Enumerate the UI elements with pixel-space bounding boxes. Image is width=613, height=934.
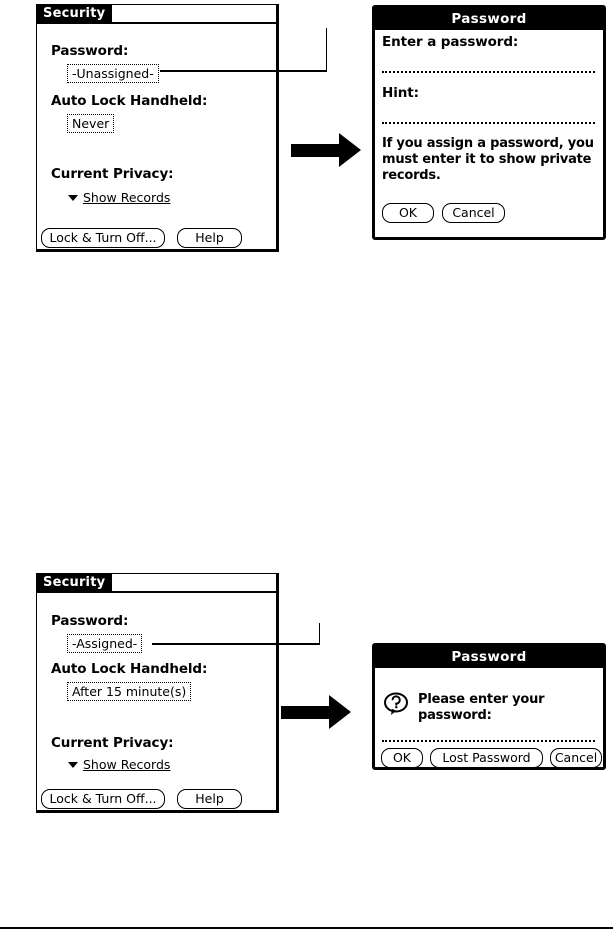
- lock-and-turn-off-button[interactable]: Lock & Turn Off...: [41, 789, 165, 809]
- current-privacy-label: Current Privacy:: [51, 166, 174, 182]
- lock-and-turn-off-button[interactable]: Lock & Turn Off...: [41, 228, 165, 248]
- security-panel-unassigned: Security Password: -Unassigned- Auto Loc…: [36, 4, 279, 252]
- password-label: Password:: [51, 613, 129, 629]
- privacy-dropdown-label: Show Records: [83, 757, 171, 772]
- hint-input-line[interactable]: [382, 122, 595, 124]
- password-input-line[interactable]: [382, 740, 595, 742]
- cancel-button[interactable]: Cancel: [550, 748, 602, 768]
- chevron-down-icon: [68, 194, 78, 201]
- question-bubble-icon: [384, 692, 408, 715]
- callout-leader-vertical-top: [325, 28, 327, 71]
- help-button[interactable]: Help: [177, 228, 242, 248]
- password-input-line[interactable]: [382, 71, 595, 73]
- titlebar: Security: [37, 574, 276, 593]
- auto-lock-value-field[interactable]: Never: [67, 114, 115, 133]
- privacy-dropdown-label: Show Records: [83, 190, 171, 205]
- chevron-down-icon: [68, 761, 78, 768]
- privacy-dropdown[interactable]: Show Records: [68, 757, 170, 772]
- flow-arrow-top: [291, 133, 363, 167]
- flow-arrow-bottom: [281, 695, 353, 729]
- password-enter-dialog: Password Please enter your password: OK …: [372, 643, 606, 770]
- titlebar: Security: [37, 5, 276, 24]
- password-value-field[interactable]: -Unassigned-: [67, 64, 159, 83]
- callout-leader-horizontal-bottom: [152, 643, 320, 645]
- page-bottom-rule: [0, 927, 613, 929]
- password-create-dialog: Password Enter a password: Hint: If you …: [372, 5, 606, 240]
- ok-button[interactable]: OK: [382, 203, 434, 223]
- arrow-shaft: [291, 144, 343, 157]
- dialog-body: Please enter your password: OK Lost Pass…: [375, 668, 603, 768]
- password-label: Password:: [51, 43, 129, 59]
- help-button[interactable]: Help: [177, 789, 242, 809]
- callout-leader-horizontal-top: [160, 70, 327, 72]
- auto-lock-value-field[interactable]: After 15 minute(s): [67, 682, 192, 701]
- screen-title: Security: [37, 5, 113, 22]
- callout-leader-vertical-bottom: [318, 623, 320, 644]
- ok-button[interactable]: OK: [381, 748, 423, 768]
- security-form: Password: -Assigned- Auto Lock Handheld:…: [37, 593, 276, 810]
- security-panel-assigned: Security Password: -Assigned- Auto Lock …: [36, 573, 279, 813]
- password-value-field[interactable]: -Assigned-: [67, 634, 143, 653]
- arrow-head: [339, 133, 361, 167]
- enter-password-label: Enter a password:: [382, 34, 519, 50]
- screen-title: Security: [37, 574, 113, 591]
- arrow-shaft: [281, 706, 333, 719]
- dialog-title: Password: [375, 646, 603, 668]
- arrow-head: [329, 695, 351, 729]
- dialog-note: If you assign a password, you must enter…: [382, 136, 594, 183]
- auto-lock-label: Auto Lock Handheld:: [51, 93, 208, 109]
- dialog-body: Enter a password: Hint: If you assign a …: [375, 30, 603, 237]
- privacy-dropdown[interactable]: Show Records: [68, 190, 170, 205]
- current-privacy-label: Current Privacy:: [51, 735, 174, 751]
- security-form: Password: -Unassigned- Auto Lock Handhel…: [37, 24, 276, 249]
- cancel-button[interactable]: Cancel: [442, 203, 505, 223]
- auto-lock-label: Auto Lock Handheld:: [51, 661, 208, 677]
- hint-label: Hint:: [382, 85, 419, 101]
- lost-password-button[interactable]: Lost Password: [430, 748, 543, 768]
- dialog-title: Password: [375, 8, 603, 30]
- enter-password-prompt: Please enter your password:: [418, 692, 545, 723]
